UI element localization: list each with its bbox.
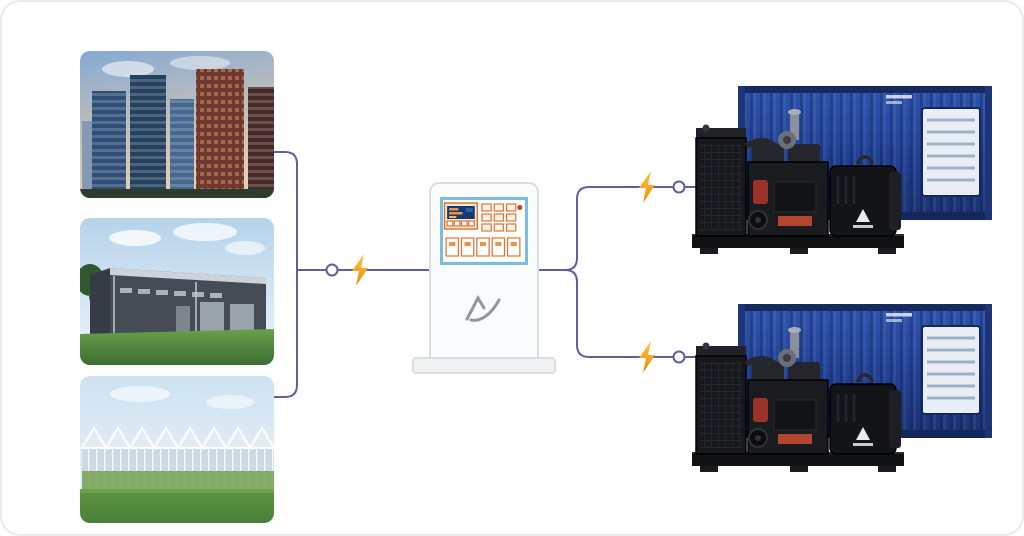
connector-dot xyxy=(325,263,339,277)
residential-buildings-photo xyxy=(80,51,274,198)
lightning-bolt-icon xyxy=(352,254,368,286)
manufacturer-logo xyxy=(462,291,506,325)
connector-dot xyxy=(672,180,686,194)
industrial-warehouse-photo xyxy=(80,218,274,365)
connector-dot xyxy=(672,350,686,364)
cabinet-pedestal xyxy=(412,357,556,374)
greenhouse-photo xyxy=(80,376,274,523)
ats-control-cabinet xyxy=(429,182,539,359)
diesel-generator-2 xyxy=(690,300,996,478)
lightning-bolt-icon xyxy=(639,341,655,373)
diesel-generator-1 xyxy=(690,82,996,260)
controller-screen xyxy=(440,197,528,265)
lightning-bolt-icon xyxy=(639,171,655,203)
